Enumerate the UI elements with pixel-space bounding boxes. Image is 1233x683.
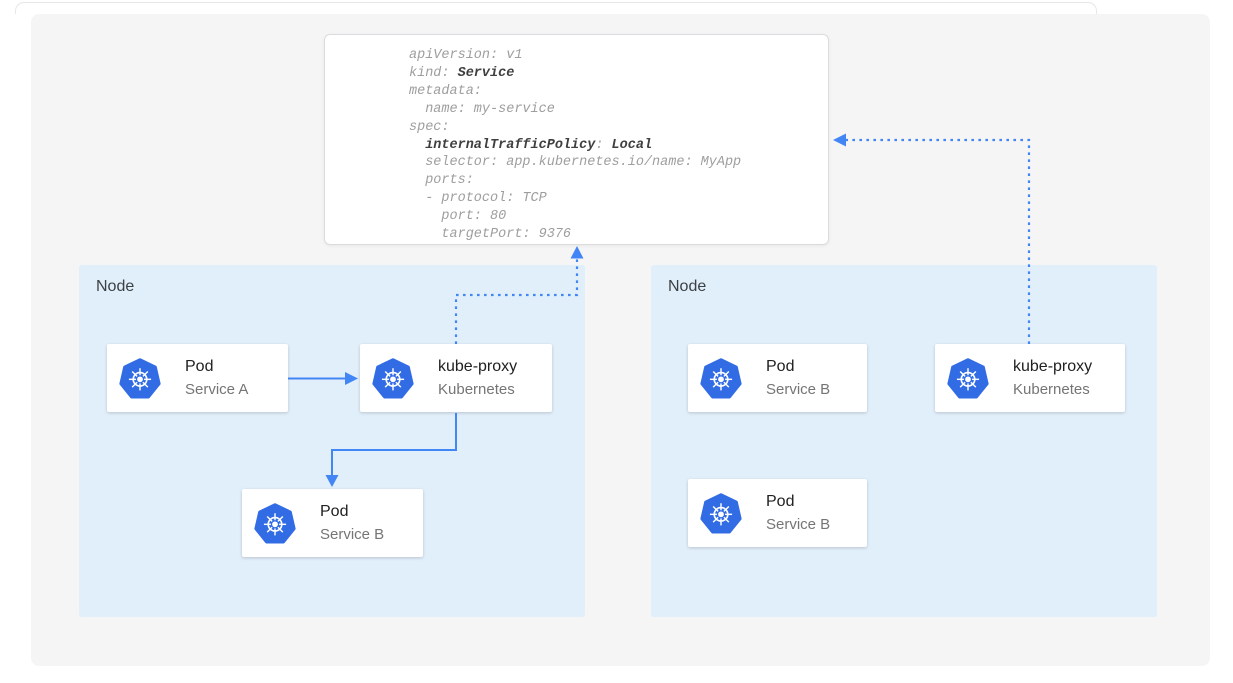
card-subtitle: Service B	[320, 526, 385, 543]
kubernetes-icon	[947, 358, 989, 399]
yaml-line: targetPort: 9376	[409, 227, 572, 243]
card-title: Pod	[766, 358, 795, 375]
pod-card-service-b-right-top: Pod Service B	[688, 344, 867, 412]
node-box-right: Node Pod Service B kube-proxy Kubernetes…	[651, 265, 1157, 617]
yaml-line: selector: app.kubernetes.io/name: MyApp	[409, 155, 742, 171]
kubernetes-icon	[372, 358, 414, 399]
yaml-line: port: 80	[409, 209, 507, 225]
service-yaml-card: apiVersion: v1 kind: Service metadata: n…	[324, 34, 829, 245]
card-subtitle: Service B	[766, 516, 831, 533]
card-subtitle: Service B	[766, 381, 831, 398]
yaml-line: metadata:	[409, 83, 482, 99]
pod-card-service-a: Pod Service A	[107, 344, 288, 412]
pod-card-service-b-right-bottom: Pod Service B	[688, 479, 867, 547]
yaml-code: apiVersion: v1 kind: Service metadata: n…	[325, 35, 828, 244]
card-title: Pod	[320, 503, 349, 520]
kube-proxy-card-left: kube-proxy Kubernetes	[360, 344, 552, 412]
card-subtitle: Service A	[185, 381, 249, 398]
card-title: Pod	[185, 358, 214, 375]
node-box-left: Node Pod Service A kube-proxy Kubernetes…	[79, 265, 585, 617]
top-card-edge	[15, 2, 1097, 14]
card-subtitle: Kubernetes	[438, 381, 515, 398]
yaml-line: internalTrafficPolicy: Local	[425, 137, 653, 153]
card-subtitle: Kubernetes	[1013, 381, 1090, 398]
kubernetes-icon	[119, 358, 161, 399]
yaml-line: kind: Service	[409, 65, 515, 81]
kubernetes-icon	[700, 358, 742, 399]
yaml-line: spec:	[409, 119, 450, 135]
kube-proxy-card-right: kube-proxy Kubernetes	[935, 344, 1125, 412]
kubernetes-icon	[700, 493, 742, 534]
pod-card-service-b-left: Pod Service B	[242, 489, 423, 557]
yaml-line: apiVersion: v1	[409, 48, 523, 63]
card-title: Pod	[766, 493, 795, 510]
yaml-line: ports:	[409, 173, 474, 189]
yaml-line: name: my-service	[409, 101, 555, 117]
yaml-line: - protocol: TCP	[409, 191, 547, 207]
kubernetes-icon	[254, 503, 296, 544]
node-label: Node	[96, 278, 135, 295]
node-label: Node	[668, 278, 707, 295]
card-title: kube-proxy	[1013, 358, 1093, 375]
card-title: kube-proxy	[438, 358, 518, 375]
